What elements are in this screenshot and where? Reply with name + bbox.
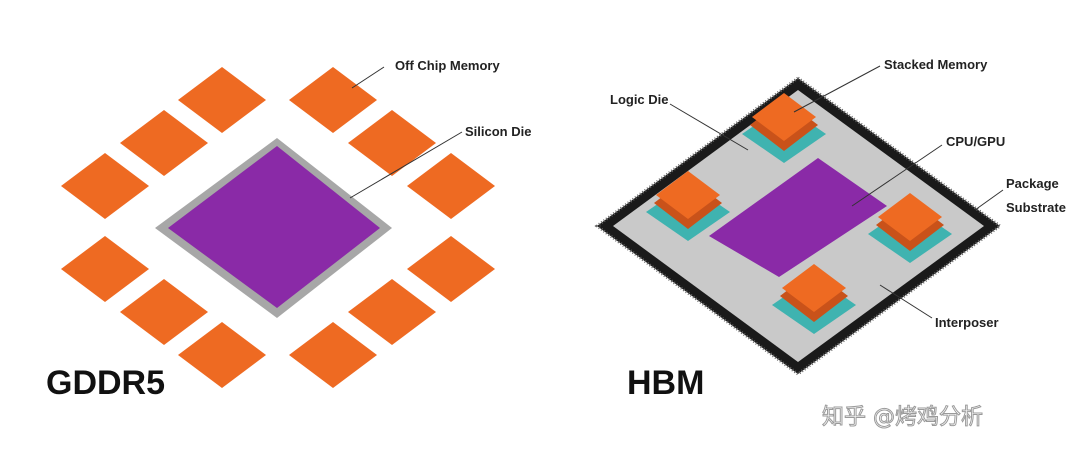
hbm-stack — [868, 193, 952, 263]
memory-chip — [348, 279, 436, 345]
watermark-text: 知乎 @烤鸡分析 — [822, 405, 983, 430]
stacked-memory — [646, 93, 952, 334]
memory-chip — [178, 322, 266, 388]
hbm-stack — [772, 264, 856, 334]
hbm-diagram: Logic Die Stacked Memory CPU/GPU Package… — [594, 57, 1066, 402]
memory-chip — [120, 110, 208, 176]
label-cpu-gpu: CPU/GPU — [946, 134, 1005, 149]
cpu-gpu-die — [709, 158, 887, 277]
gddr5-diagram: Off Chip Memory Silicon Die GDDR5 — [46, 58, 531, 402]
memory-chip — [407, 236, 495, 302]
memory-chip — [120, 279, 208, 345]
memory-chip — [407, 153, 495, 219]
title-hbm: HBM — [627, 364, 704, 402]
memory-chip — [289, 67, 377, 133]
memory-chip — [178, 67, 266, 133]
memory-chip — [61, 236, 149, 302]
label-off-chip-memory: Off Chip Memory — [395, 58, 500, 73]
label-package: Package — [1006, 176, 1059, 191]
silicon-die — [155, 138, 392, 318]
label-logic-die: Logic Die — [610, 92, 669, 107]
off-chip-memory-chips — [61, 67, 495, 388]
label-interposer: Interposer — [935, 315, 999, 330]
label-silicon-die: Silicon Die — [465, 124, 531, 139]
label-substrate: Substrate — [1006, 200, 1066, 215]
memory-chip — [61, 153, 149, 219]
memory-chip — [348, 110, 436, 176]
memory-chip — [289, 322, 377, 388]
hbm-stack — [646, 171, 730, 241]
label-stacked-memory: Stacked Memory — [884, 57, 988, 72]
title-gddr5: GDDR5 — [46, 364, 165, 402]
hbm-stack — [742, 93, 826, 163]
